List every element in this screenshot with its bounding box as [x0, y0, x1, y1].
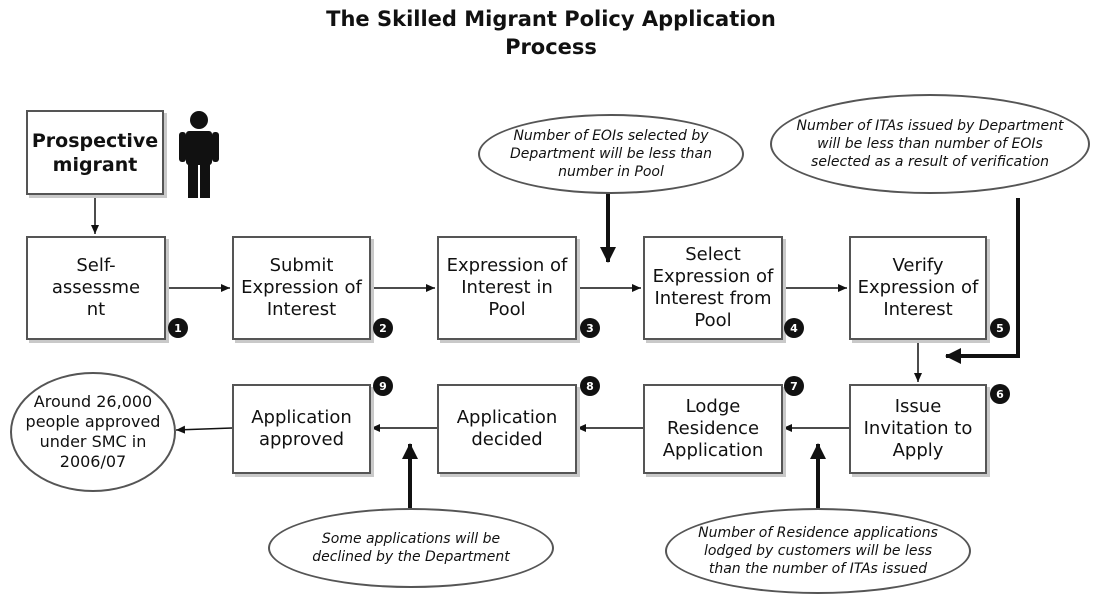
step-label: Application decided — [456, 407, 558, 450]
step-number-badge: 5 — [990, 318, 1010, 338]
step-number-badge: 2 — [373, 318, 393, 338]
diagram-title: The Skilled Migrant Policy Application P… — [0, 5, 1102, 61]
title-line-1: The Skilled Migrant Policy Application — [326, 7, 776, 31]
step-application-decided: Application decided — [437, 384, 577, 474]
arrow-step9-to-result — [175, 425, 233, 434]
step-verify-eoi: Verify Expression of Interest — [849, 236, 987, 340]
step-label: Verify Expression of Interest — [857, 255, 979, 320]
prospective-migrant-box: Prospective migrant — [26, 110, 164, 195]
note-ita-issued: Number of ITAs issued by Department will… — [770, 94, 1090, 194]
result-approved-count: Around 26,000 people approved under SMC … — [10, 372, 176, 492]
step-eoi-in-pool: Expression of Interest in Pool — [437, 236, 577, 340]
step-number-badge: 4 — [784, 318, 804, 338]
step-label: Application approved — [251, 407, 352, 450]
note-residence-applications: Number of Residence applications lodged … — [665, 508, 971, 594]
note-text: Number of ITAs issued by Department will… — [796, 118, 1064, 170]
note-text: Number of Residence applications lodged … — [698, 525, 938, 577]
step-number-badge: 8 — [580, 376, 600, 396]
person-icon — [179, 111, 219, 198]
step-self-assessment: Self-assessment — [26, 236, 166, 340]
step-select-eoi: Select Expression of Interest from Pool — [643, 236, 783, 340]
step-lodge-residence: Lodge Residence Application — [643, 384, 783, 474]
result-text: Around 26,000 people approved under SMC … — [25, 392, 161, 471]
step-label: Select Expression of Interest from Pool — [652, 244, 774, 331]
step-issue-ita: Issue Invitation to Apply — [849, 384, 987, 474]
note-text: Some applications will be declined by th… — [312, 531, 510, 565]
step-submit-eoi: Submit Expression of Interest — [232, 236, 371, 340]
step-label: Self-assessment — [51, 255, 141, 320]
step-number-badge: 6 — [990, 384, 1010, 404]
step-number-badge: 7 — [784, 376, 804, 396]
note-text: Number of EOIs selected by Department wi… — [509, 128, 713, 180]
note-declined-applications: Some applications will be declined by th… — [268, 508, 554, 588]
step-application-approved: Application approved — [232, 384, 371, 474]
step-number-badge: 1 — [168, 318, 188, 338]
note-eoi-selection: Number of EOIs selected by Department wi… — [478, 114, 744, 194]
step-label: Submit Expression of Interest — [241, 255, 362, 320]
step-number-badge: 9 — [373, 376, 393, 396]
step-number-badge: 3 — [580, 318, 600, 338]
arrow-itas-note — [945, 198, 1020, 364]
prospective-migrant-label: Prospective migrant — [31, 129, 159, 176]
step-label: Lodge Residence Application — [662, 396, 764, 461]
step-label: Expression of Interest in Pool — [446, 255, 568, 320]
step-label: Issue Invitation to Apply — [863, 396, 973, 461]
title-line-2: Process — [505, 35, 597, 59]
